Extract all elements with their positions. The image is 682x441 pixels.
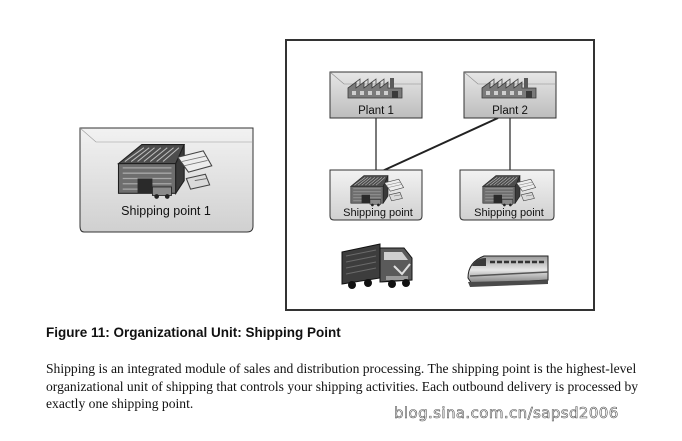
plant-1-node: Plant 1 xyxy=(329,71,423,119)
figure-caption: Figure 11: Organizational Unit: Shipping… xyxy=(46,325,341,340)
shipping-point-1-label: Shipping point 1 xyxy=(121,204,211,218)
train-icon xyxy=(467,255,549,287)
plant-2-node: Plant 2 xyxy=(463,71,557,119)
shipping-point-node: Shipping point xyxy=(459,169,555,221)
plant-2-label: Plant 2 xyxy=(492,105,528,117)
plant-1-label: Plant 1 xyxy=(358,105,394,117)
body-paragraph-text: Shipping is an integrated module of sale… xyxy=(46,361,639,411)
body-paragraph: Shipping is an integrated module of sale… xyxy=(46,360,656,413)
shipping-point-label: Shipping point xyxy=(474,207,544,219)
connector-lines xyxy=(375,117,511,173)
watermark: blog.sina.com.cn/sapsd2006 xyxy=(394,404,619,423)
org-unit-figure: Shipping point 1 Plant 1 Plant 2 xyxy=(79,39,595,311)
truck-icon xyxy=(341,243,413,289)
shipping-point-node: Shipping point xyxy=(329,169,423,221)
shipping-point-1-node: Shipping point 1 xyxy=(79,127,254,233)
shipping-point-label: Shipping point xyxy=(343,207,413,219)
